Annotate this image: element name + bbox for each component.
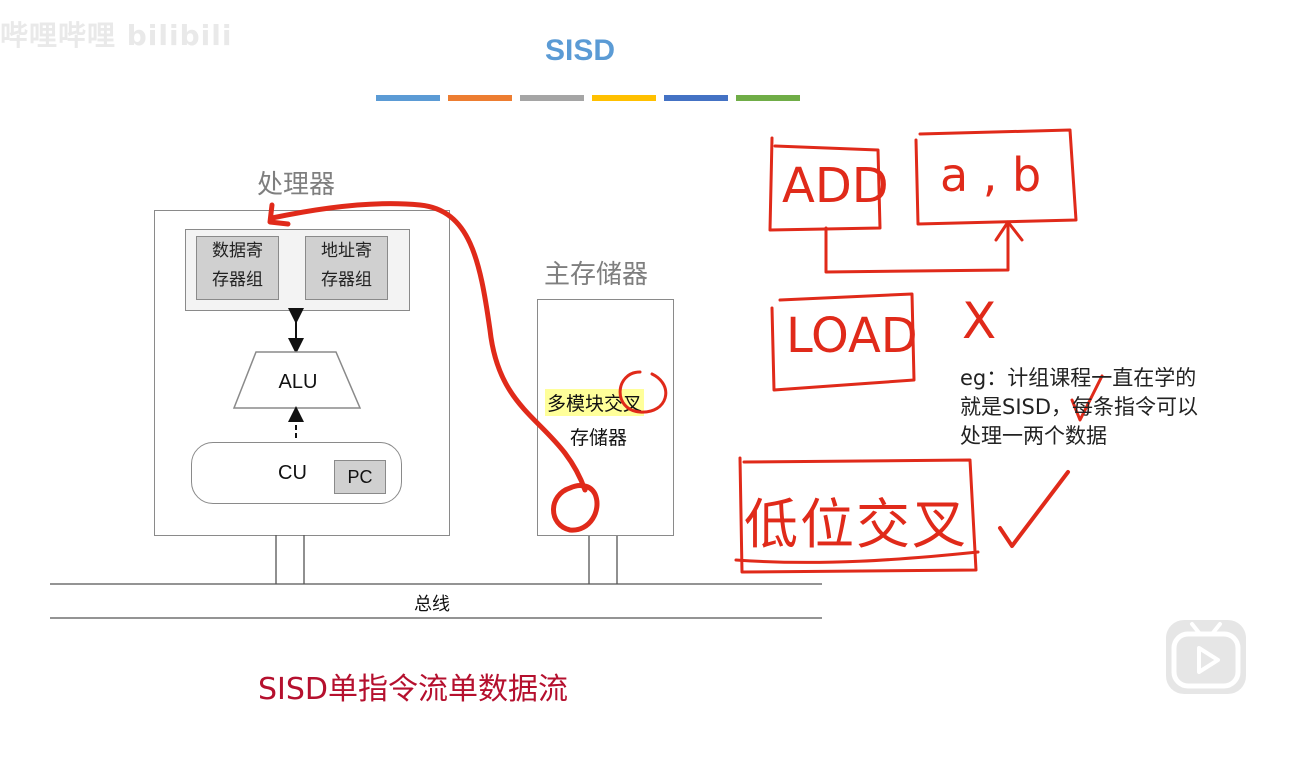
handwritten-operands: a , b bbox=[940, 148, 1042, 202]
pc-register: PC bbox=[334, 460, 386, 494]
red-circle-interleave bbox=[618, 370, 668, 414]
color-bar-gray bbox=[520, 95, 584, 101]
color-bar bbox=[376, 95, 800, 101]
color-bar-green bbox=[736, 95, 800, 101]
address-register-group: 地址寄 存器组 bbox=[305, 236, 388, 300]
slide-title: SISD bbox=[544, 34, 616, 67]
alu-label: ALU bbox=[278, 371, 318, 393]
handwritten-x-mark: X bbox=[962, 292, 997, 350]
memory-type-line2: 存储器 bbox=[570, 427, 628, 449]
color-bar-orange bbox=[448, 95, 512, 101]
handwritten-load: LOAD bbox=[786, 308, 918, 364]
caption-title: SISD单指令流单数据流 bbox=[258, 672, 569, 707]
color-bar-darkblue bbox=[664, 95, 728, 101]
load-box bbox=[770, 292, 916, 392]
alu-shape bbox=[232, 351, 362, 409]
note-text: eg：计组课程一直在学的 就是SISD，每条指令可以 处理一两个数据 bbox=[960, 366, 1199, 448]
memory-type-line1: 多模块交叉 bbox=[545, 389, 645, 416]
connector-arrowhead bbox=[994, 220, 1024, 242]
handwritten-low-interleave: 低位交叉 bbox=[744, 493, 968, 556]
operands-box bbox=[914, 128, 1078, 226]
bilibili-watermark: 哔哩哔哩 bilibili bbox=[0, 19, 233, 52]
low-interleave-box bbox=[738, 456, 978, 574]
add-box bbox=[768, 136, 882, 232]
processor-label: 处理器 bbox=[257, 170, 336, 200]
memory-label: 主存储器 bbox=[544, 260, 649, 290]
color-bar-yellow bbox=[592, 95, 656, 101]
add-operand-connector bbox=[824, 220, 1010, 274]
data-register-group: 数据寄 存器组 bbox=[196, 236, 279, 300]
checkmark-large bbox=[998, 470, 1070, 548]
play-icon bbox=[1171, 622, 1241, 689]
handwritten-add: ADD bbox=[782, 158, 889, 214]
bus-label: 总线 bbox=[414, 594, 450, 615]
color-bar-blue bbox=[376, 95, 440, 101]
play-button[interactable] bbox=[1166, 620, 1246, 694]
low-interleave-underline bbox=[734, 550, 980, 564]
checkmark-small bbox=[1070, 374, 1104, 422]
red-arrow-head bbox=[267, 202, 291, 227]
red-loop bbox=[551, 483, 600, 533]
red-arrow-path bbox=[269, 201, 588, 493]
cu-label: CU bbox=[278, 462, 307, 484]
